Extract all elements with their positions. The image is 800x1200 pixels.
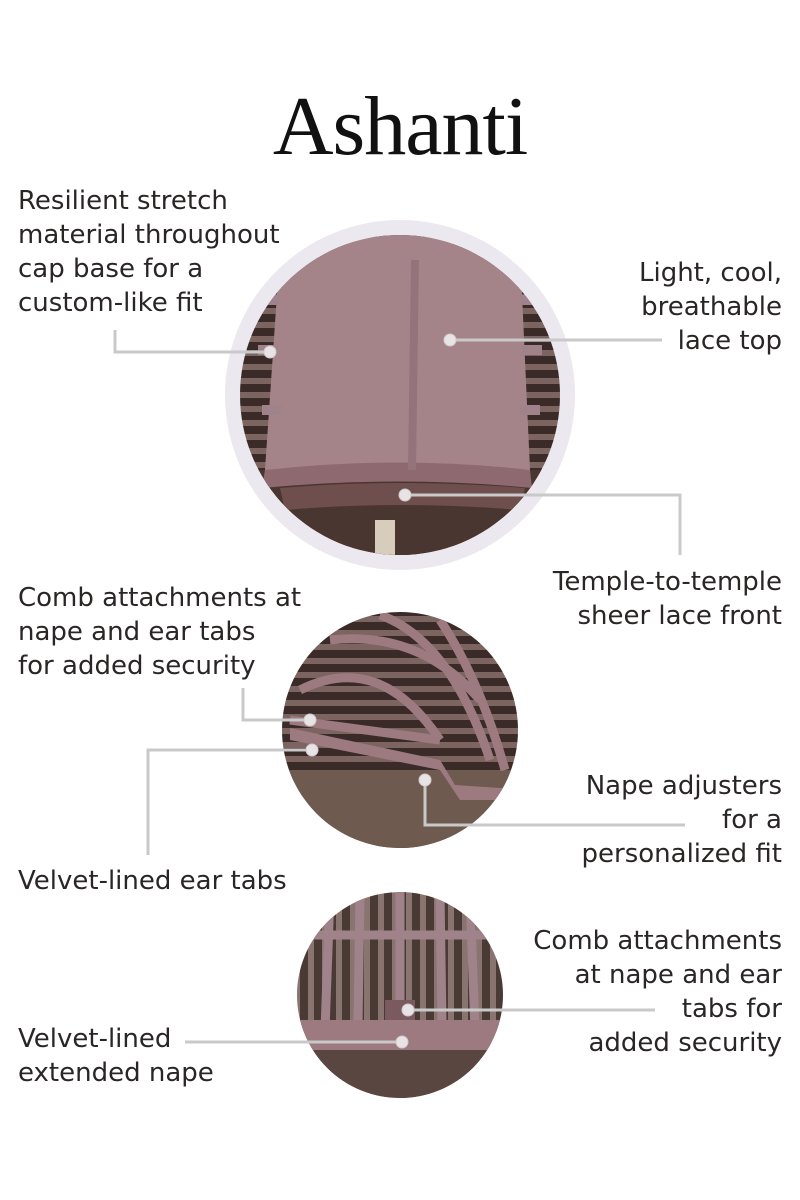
leader-lines bbox=[113, 330, 685, 1044]
side-cap-image bbox=[282, 612, 518, 848]
top-cap-image bbox=[225, 220, 575, 570]
back-cap-image bbox=[297, 892, 503, 1098]
feature-ear-tabs: Velvet-lined ear tabs bbox=[18, 866, 287, 896]
leader-dots bbox=[263, 333, 457, 1049]
product-title: Ashanti bbox=[272, 80, 528, 173]
